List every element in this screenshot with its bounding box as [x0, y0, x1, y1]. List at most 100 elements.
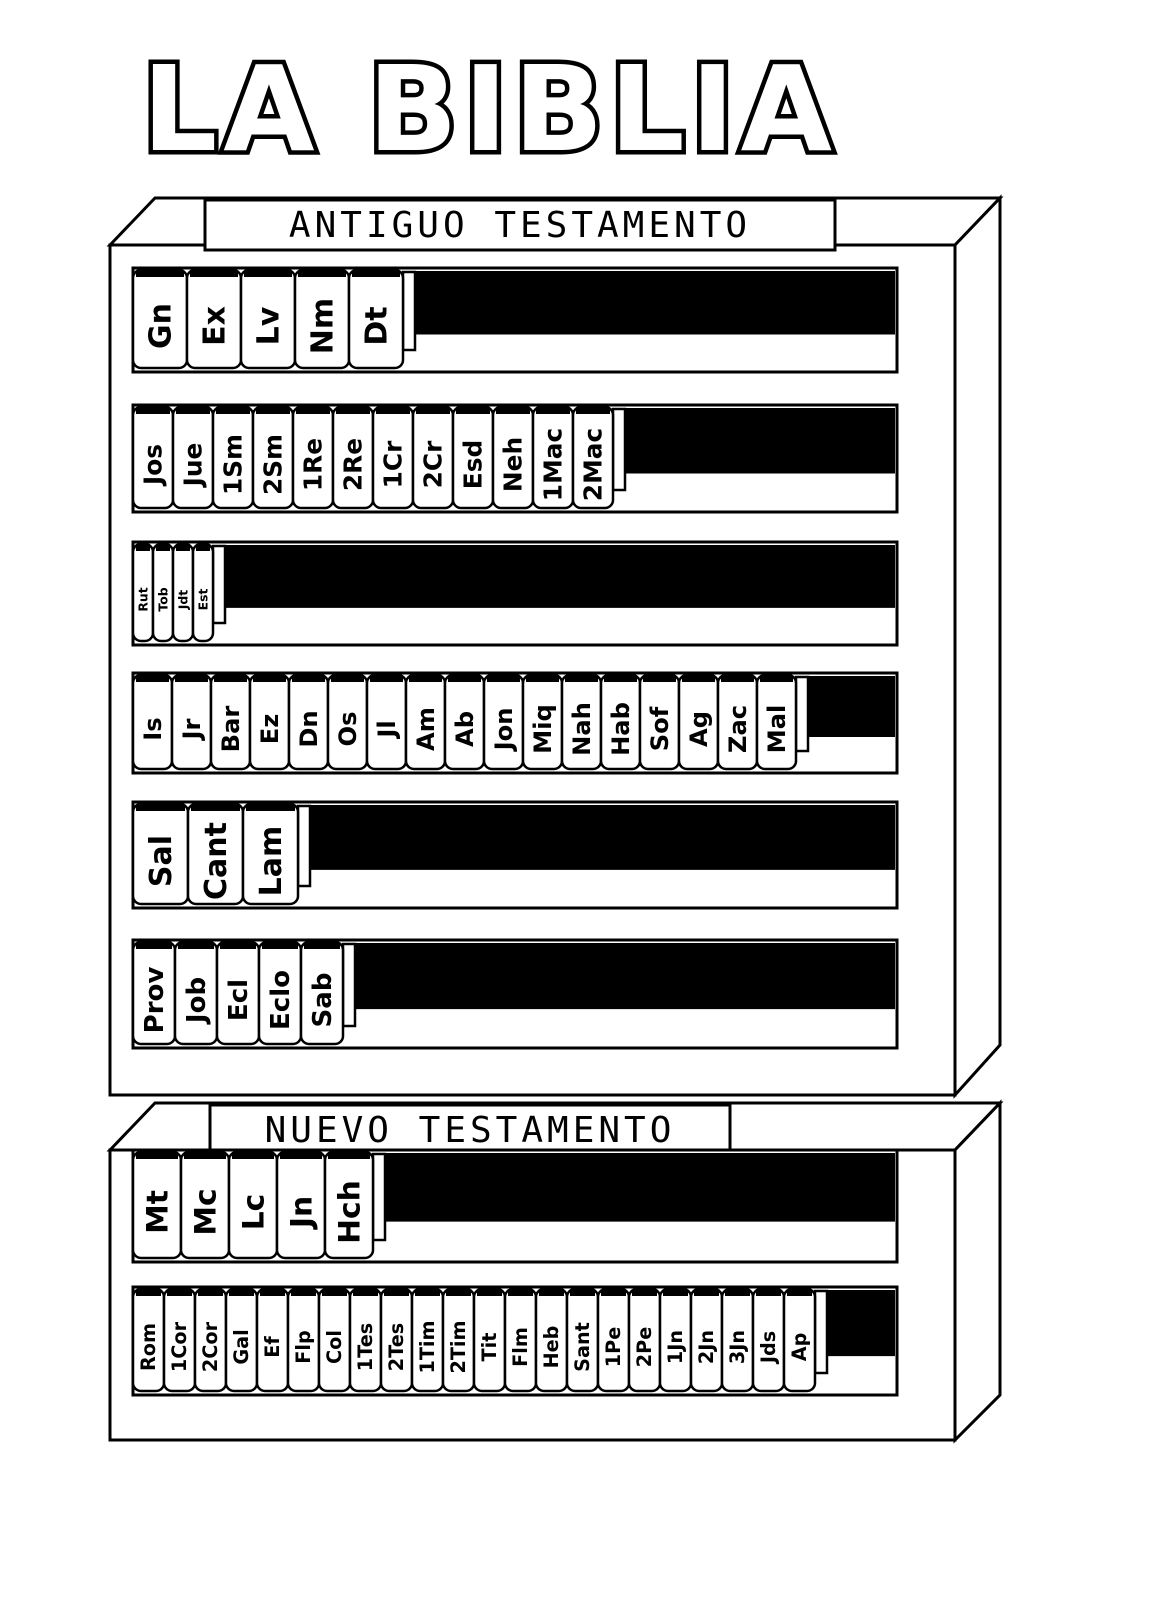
book-label: 1Mac	[539, 428, 568, 501]
book-mt[interactable]: Mt	[131, 1150, 183, 1260]
book-ecl[interactable]: Ecl	[215, 940, 261, 1046]
book-label: Ab	[451, 711, 479, 747]
book-nah[interactable]: Nah	[560, 673, 603, 771]
book-dn[interactable]: Dn	[287, 673, 330, 771]
book-est[interactable]: Est	[191, 542, 215, 643]
book-label: Nm	[306, 298, 341, 354]
book-dt[interactable]: Dt	[347, 268, 405, 370]
book-sof[interactable]: Sof	[638, 673, 681, 771]
book-hab[interactable]: Hab	[599, 673, 642, 771]
book-label: Zac	[724, 705, 752, 753]
book-jdt[interactable]: Jdt	[171, 542, 195, 643]
book-jue[interactable]: Jue	[171, 405, 215, 510]
book-label: 1Tes	[354, 1323, 377, 1371]
book-ef[interactable]: Ef	[255, 1287, 290, 1393]
book-flp[interactable]: Flp	[286, 1287, 321, 1393]
book-2mac[interactable]: 2Mac	[571, 405, 615, 510]
book-gal[interactable]: Gal	[224, 1287, 259, 1393]
book-rut[interactable]: Rut	[131, 542, 155, 643]
book-label: Jon	[490, 708, 518, 753]
book-1sm[interactable]: 1Sm	[211, 405, 255, 510]
book-bar[interactable]: Bar	[209, 673, 252, 771]
book-ap[interactable]: Ap	[782, 1287, 817, 1393]
book-sab[interactable]: Sab	[299, 940, 345, 1046]
book-gn[interactable]: Gn	[131, 268, 189, 370]
book-1pe[interactable]: 1Pe	[596, 1287, 631, 1393]
book-label: 2Jn	[695, 1330, 718, 1364]
book-1cor[interactable]: 1Cor	[162, 1287, 197, 1393]
book-job[interactable]: Job	[173, 940, 219, 1046]
book-2re[interactable]: 2Re	[331, 405, 375, 510]
book-flm[interactable]: Flm	[503, 1287, 538, 1393]
book-ex[interactable]: Ex	[185, 268, 243, 370]
book-1cr[interactable]: 1Cr	[371, 405, 415, 510]
book-2jn[interactable]: 2Jn	[689, 1287, 724, 1393]
book-2cr[interactable]: 2Cr	[411, 405, 455, 510]
book-label: Lam	[254, 826, 289, 897]
book-lam[interactable]: Lam	[241, 802, 300, 906]
book-label: 1Sm	[219, 434, 248, 495]
book-sant[interactable]: Sant	[565, 1287, 600, 1393]
book-heb[interactable]: Heb	[534, 1287, 569, 1393]
book-cant[interactable]: Cant	[186, 802, 245, 906]
book-label: Miq	[529, 704, 557, 754]
book-prov[interactable]: Prov	[131, 940, 177, 1046]
book-is[interactable]: Is	[131, 673, 174, 771]
book-am[interactable]: Am	[404, 673, 447, 771]
book-1tes[interactable]: 1Tes	[348, 1287, 383, 1393]
book-3jn[interactable]: 3Jn	[720, 1287, 755, 1393]
book-label: Ag	[685, 711, 713, 747]
book-label: 1Cr	[379, 440, 408, 488]
book-mal[interactable]: Mal	[755, 673, 798, 771]
book-nm[interactable]: Nm	[293, 268, 351, 370]
book-1tim[interactable]: 1Tim	[410, 1287, 445, 1393]
book-hch[interactable]: Hch	[323, 1150, 375, 1260]
book-ag[interactable]: Ag	[677, 673, 720, 771]
book-2tes[interactable]: 2Tes	[379, 1287, 414, 1393]
book-2cor[interactable]: 2Cor	[193, 1287, 228, 1393]
book-mc[interactable]: Mc	[179, 1150, 231, 1260]
book-2pe[interactable]: 2Pe	[627, 1287, 662, 1393]
book-miq[interactable]: Miq	[521, 673, 564, 771]
book-label: Is	[139, 717, 167, 740]
book-2tim[interactable]: 2Tim	[441, 1287, 476, 1393]
book-1mac[interactable]: 1Mac	[531, 405, 575, 510]
old-testament-label-plate	[203, 198, 837, 252]
book-ab[interactable]: Ab	[443, 673, 486, 771]
book-ez[interactable]: Ez	[248, 673, 291, 771]
book-1re[interactable]: 1Re	[291, 405, 335, 510]
book-col[interactable]: Col	[317, 1287, 352, 1393]
book-jon[interactable]: Jon	[482, 673, 525, 771]
book-jr[interactable]: Jr	[170, 673, 213, 771]
book-2sm[interactable]: 2Sm	[251, 405, 295, 510]
book-eclo[interactable]: Eclo	[257, 940, 303, 1046]
book-neh[interactable]: Neh	[491, 405, 535, 510]
book-label: Dt	[360, 306, 395, 345]
book-label: Ex	[198, 306, 233, 346]
book-jds[interactable]: Jds	[751, 1287, 786, 1393]
book-1jn[interactable]: 1Jn	[658, 1287, 693, 1393]
book-jn[interactable]: Jn	[275, 1150, 327, 1260]
book-label: Bar	[217, 706, 245, 753]
book-sal[interactable]: Sal	[131, 802, 190, 906]
book-label: Ez	[256, 714, 284, 745]
book-tit[interactable]: Tit	[472, 1287, 507, 1393]
book-zac[interactable]: Zac	[716, 673, 759, 771]
book-label: 2Cr	[419, 440, 448, 488]
book-label: Jl	[373, 720, 401, 739]
book-lc[interactable]: Lc	[227, 1150, 279, 1260]
book-esd[interactable]: Esd	[451, 405, 495, 510]
book-jl[interactable]: Jl	[365, 673, 408, 771]
book-label: Jos	[139, 444, 168, 487]
book-lv[interactable]: Lv	[239, 268, 297, 370]
book-label: Heb	[540, 1326, 563, 1369]
book-os[interactable]: Os	[326, 673, 369, 771]
book-rom[interactable]: Rom	[131, 1287, 166, 1393]
book-jos[interactable]: Jos	[131, 405, 175, 510]
book-tob[interactable]: Tob	[151, 542, 175, 643]
